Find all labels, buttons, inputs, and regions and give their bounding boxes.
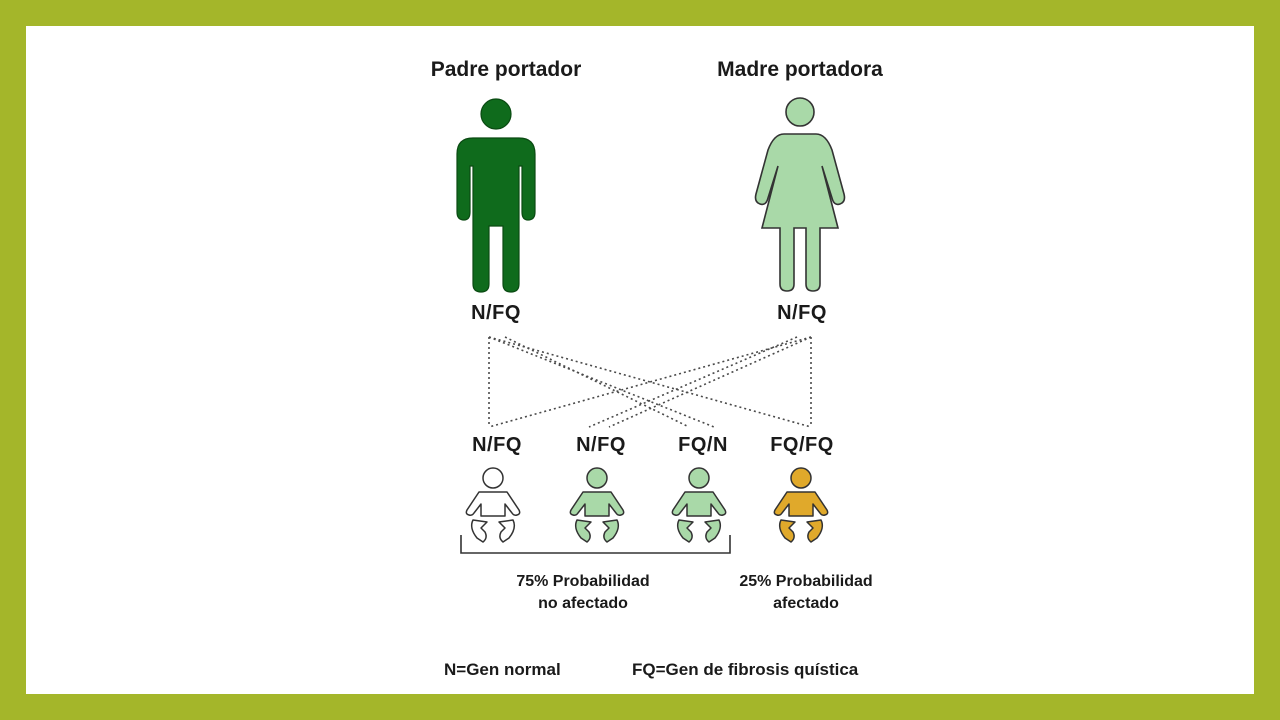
not-affected-line1: 75% Probabilidad [516,573,650,590]
child-1-genotype: N/FQ [472,434,522,456]
mother-genotype: N/FQ [777,302,827,324]
child-4-genotype: FQ/FQ [770,434,834,456]
father-genotype: N/FQ [471,302,521,324]
child-3-genotype: FQ/N [678,434,728,456]
not-affected-probability: 75% Probabilidad no afectado [516,571,649,615]
baby-icon [671,467,727,543]
child-2-genotype: N/FQ [576,434,626,456]
baby-icon [465,467,521,543]
father-title: Padre portador [430,58,582,81]
inheritance-lines [488,336,812,428]
mother-title: Madre portadora [717,58,883,81]
not-affected-line2: no afectado [538,595,628,612]
man-icon [456,98,536,293]
diagram-panel: Padre portador Madre portadora N/FQ N/FQ… [26,26,1254,694]
legend-normal-gene: N=Gen normal [444,660,561,679]
baby-icon [773,467,829,543]
not-affected-bracket [460,535,731,554]
legend-cf-gene: FQ=Gen de fibrosis quística [632,660,859,679]
affected-probability: 25% Probabilidad afectado [739,571,872,615]
inheritance-diagram-art [456,97,846,554]
baby-icon [569,467,625,543]
affected-line1: 25% Probabilidad [739,573,873,590]
woman-icon [754,97,846,292]
affected-line2: afectado [773,595,839,612]
